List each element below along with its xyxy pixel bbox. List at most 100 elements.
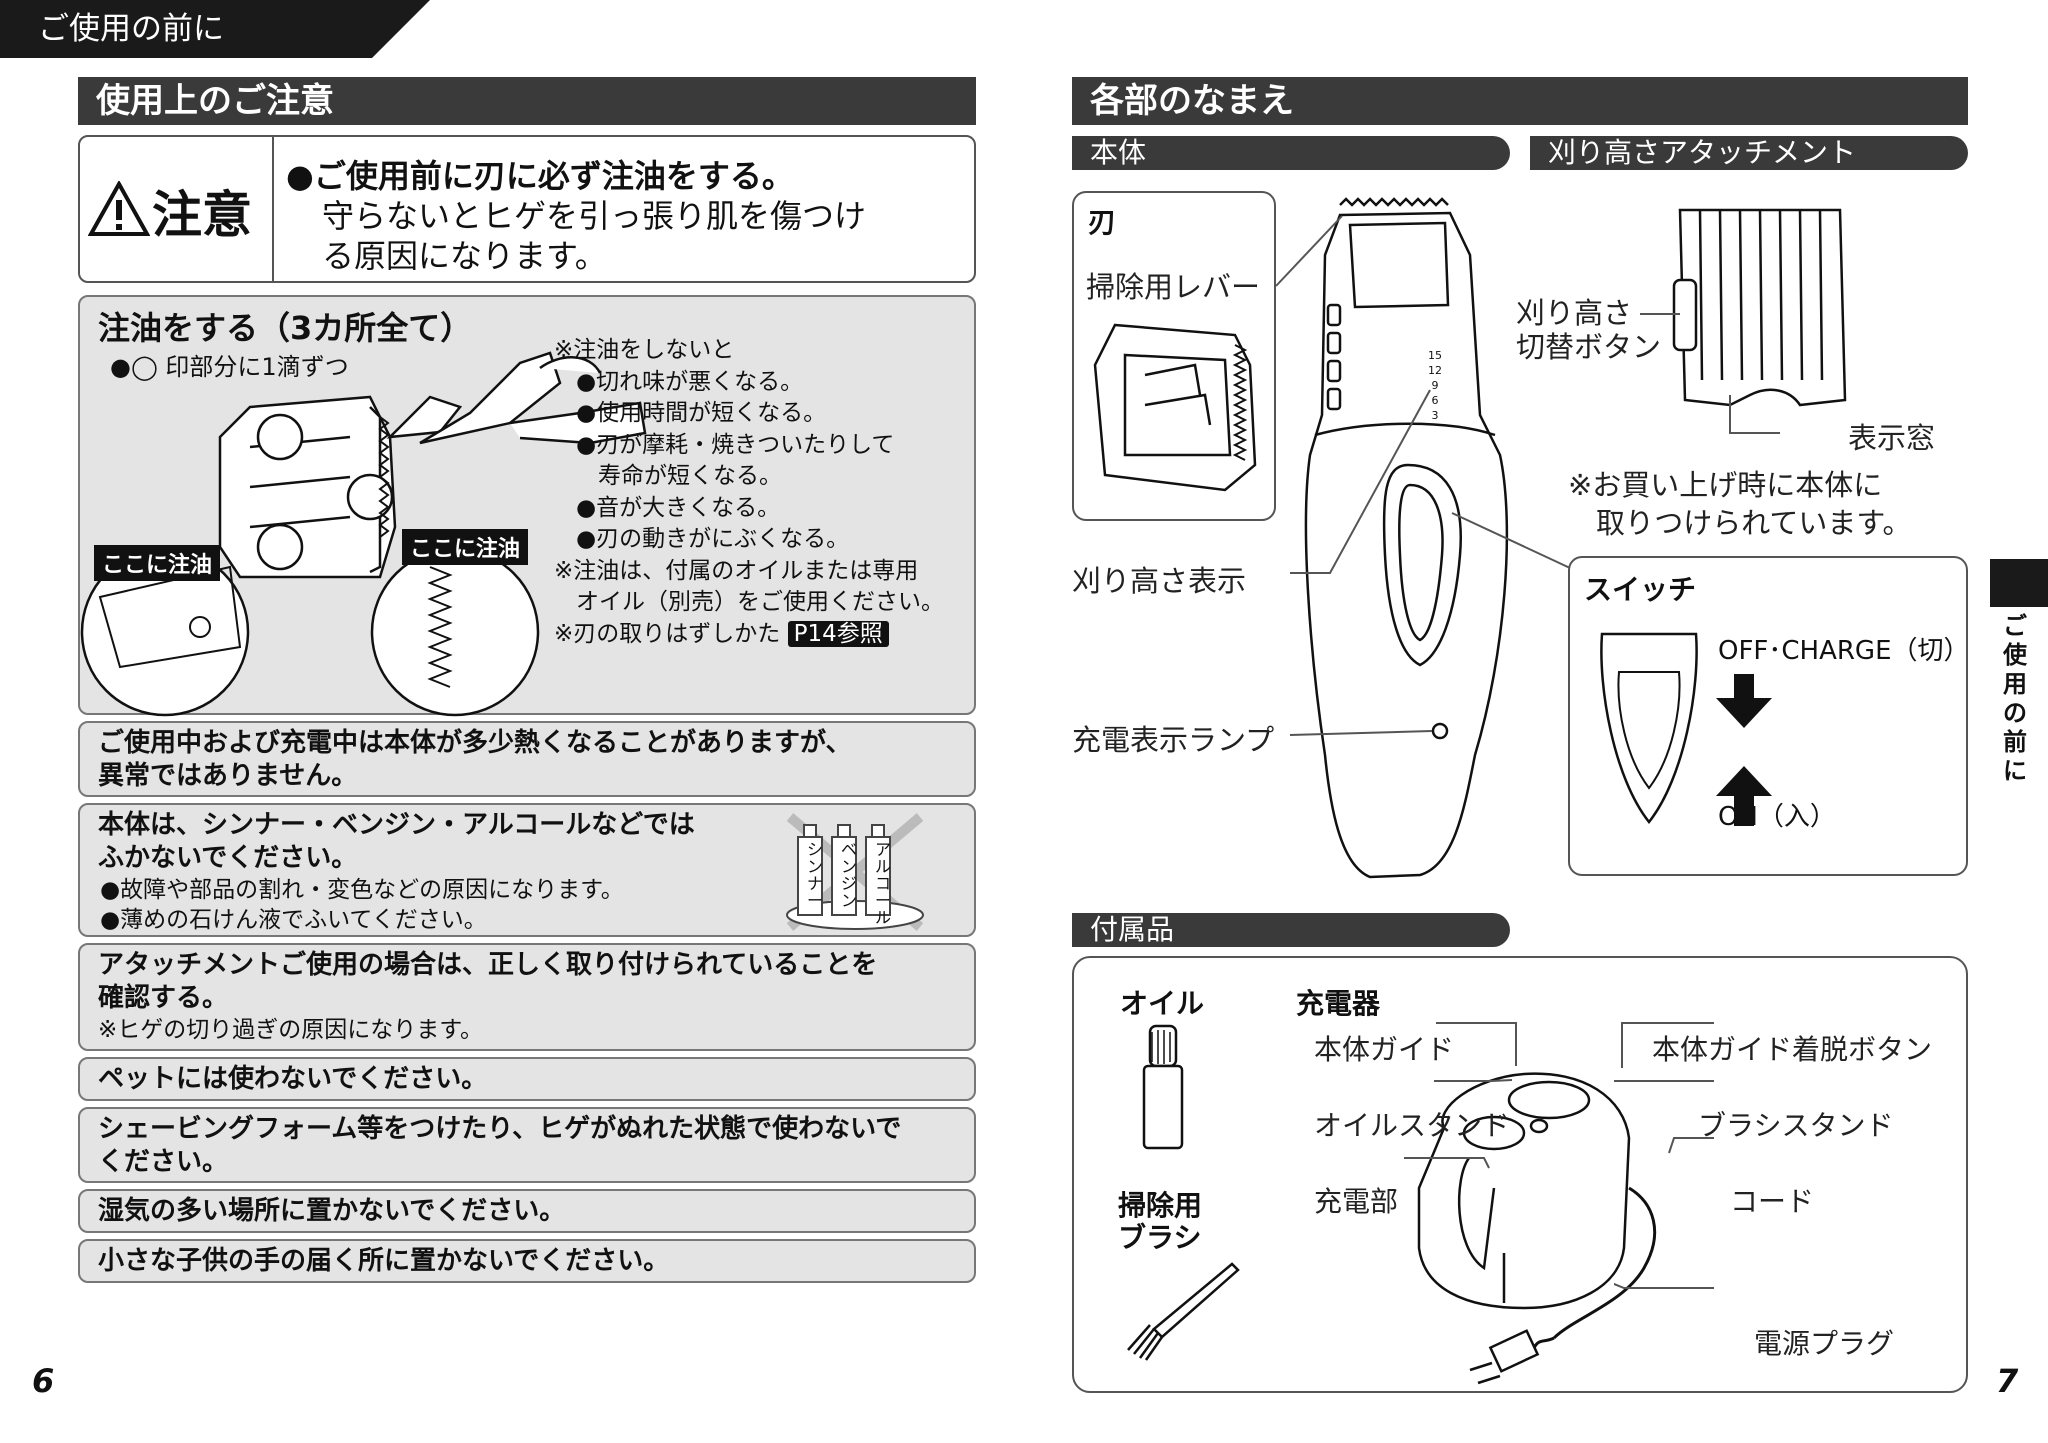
humidity-notice-box: 湿気の多い場所に置かないでください。 xyxy=(78,1189,976,1233)
blade-removal-note: ※刃の取りはずしかた P14参照 xyxy=(554,619,944,651)
bottle-label-benzine: ベンジン xyxy=(840,840,857,910)
attachment-notice-box: アタッチメントご使用の場合は、正しく取り付けられていることを 確認する。 ※ヒゲ… xyxy=(78,943,976,1051)
note-item: ●切れ味が悪くなる。 xyxy=(576,368,804,395)
blade-note-text: ※刃の取りはずしかた xyxy=(554,620,781,647)
height-switch-button-label: 刈り高さ 切替ボタン xyxy=(1516,296,1661,364)
switch-title: スイッチ xyxy=(1584,573,1697,606)
oil-here-callout-1: ここに注油 xyxy=(94,545,221,581)
cleaning-brush-illustration xyxy=(1127,1262,1240,1361)
note-item: 寿命が短くなる。 xyxy=(598,463,782,489)
page-number-right: 7 xyxy=(1996,1362,2019,1400)
oil-here-callout-2: ここに注油 xyxy=(402,529,529,565)
page-reference-badge[interactable]: P14参照 xyxy=(787,620,889,647)
oil-stand-label: オイルスタンド xyxy=(1314,1109,1511,1142)
brush-title-2: ブラシ xyxy=(1118,1221,1202,1254)
purchase-note-1: ※お買い上げ時に本体に xyxy=(1568,468,1883,502)
bottle-label-alcohol: アルコール xyxy=(874,840,891,927)
purchase-note-2: 取りつけられています。 xyxy=(1596,506,1912,540)
solvent-bottles-crossed-icon xyxy=(786,813,924,931)
brush-stand-label: ブラシスタンド xyxy=(1698,1109,1894,1142)
lever-label: 掃除用レバー xyxy=(1086,270,1261,304)
note-item: ●使用時間が短くなる。 xyxy=(576,400,827,426)
solvent-line-2: ふかないでください。 xyxy=(98,843,358,873)
side-tab-label: ご使用の前に xyxy=(2003,612,2027,785)
pet-line: ペットには使わないでください。 xyxy=(98,1064,488,1094)
oil-note-1: ※注油は、付属のオイルまたは専用 xyxy=(554,557,919,584)
hand-with-oil-icon xyxy=(419,351,647,445)
caution-label-cell: 注意 xyxy=(80,137,274,281)
oiling-notes: ※注油をしないと ●切れ味が悪くなる。 ●使用時間が短くなる。 ●刃が摩耗・焼き… xyxy=(554,335,944,650)
section-tab: ご使用の前に xyxy=(0,0,430,58)
height-button-line-2: 切替ボタン xyxy=(1516,330,1662,364)
heat-line-2: 異常ではありません。 xyxy=(98,761,358,791)
oiling-bullet: ●◯ 印部分に1滴ずつ xyxy=(110,353,349,381)
charger-leader-lines-right xyxy=(1614,1022,1714,1289)
window-label: 表示窓 xyxy=(1848,421,1936,455)
caution-line-2: 守らないとヒゲを引っ張り肌を傷つけ xyxy=(322,197,867,235)
children-notice-box: 小さな子供の手の届く所に置かないでください。 xyxy=(78,1239,976,1283)
charger-title: 充電器 xyxy=(1296,987,1381,1020)
blade-oiling-illustration xyxy=(218,395,463,579)
height-display-label: 刈り高さ表示 xyxy=(1072,564,1247,598)
subsection-attachment: 刈り高さアタッチメント xyxy=(1530,136,1968,170)
height-button-line-1: 刈り高さ xyxy=(1516,296,1633,330)
switch-on-label: ON（入） xyxy=(1718,802,1836,832)
bottle-label-thinner: シンナー xyxy=(806,840,823,910)
scale-mark: 9 xyxy=(1431,379,1439,392)
accessories-box: オイル 掃除用 ブラシ 充電器 xyxy=(1072,956,1968,1393)
attachment-line-2: 確認する。 xyxy=(98,983,229,1013)
foam-notice-box: シェービングフォーム等をつけたり、ヒゲがぬれた状態で使わないで ください。 xyxy=(78,1107,976,1183)
caution-line-1: ●ご使用前に刃に必ず注油をする。 xyxy=(286,157,794,195)
blade-detail-box: 刃 xyxy=(1072,191,1276,521)
caution-label: 注意 xyxy=(152,186,252,244)
scale-mark: 15 xyxy=(1428,349,1442,362)
cord-label: コード xyxy=(1730,1185,1815,1218)
caution-box: 注意 ●ご使用前に刃に必ず注油をする。 守らないとヒゲを引っ張り肌を傷つけ る原… xyxy=(78,135,976,283)
side-tab-marker xyxy=(1990,559,2048,607)
caution-line-3: る原因になります。 xyxy=(322,237,607,275)
heat-notice-box: ご使用中および充電中は本体が多少熱くなることがありますが、 異常ではありません。 xyxy=(78,721,976,797)
brush-title-1: 掃除用 xyxy=(1118,1189,1203,1222)
note-item: ●刃の動きがにぶくなる。 xyxy=(576,526,850,552)
scale-mark: 3 xyxy=(1431,409,1439,422)
note-head: ※注油をしないと xyxy=(554,337,735,363)
attachment-line-1: アタッチメントご使用の場合は、正しく取り付けられていることを xyxy=(98,950,878,980)
charger-leader-lines xyxy=(1404,1022,1517,1169)
blade-box-title: 刃 xyxy=(1088,206,1117,239)
subsection-accessories: 付属品 xyxy=(1072,913,1510,947)
scale-mark: 12 xyxy=(1428,364,1442,377)
blade-unit-illustration xyxy=(1093,323,1257,492)
solvent-sub-1: ●故障や部品の割れ・変色などの原因になります。 xyxy=(100,877,624,903)
solvent-notice-box: 本体は、シンナー・ベンジン・アルコールなどでは ふかないでください。 ●故障や部… xyxy=(78,803,976,937)
power-plug-label: 電源プラグ xyxy=(1754,1327,1895,1360)
solvent-line-1: 本体は、シンナー・ベンジン・アルコールなどでは xyxy=(98,810,695,840)
purchase-note: ※お買い上げ時に本体に 取りつけられています。 xyxy=(1568,466,1912,542)
body-guide-label: 本体ガイド xyxy=(1314,1033,1455,1066)
charger-illustration xyxy=(1417,1072,1657,1385)
attachment-leader-lines xyxy=(1640,313,1780,434)
foam-line-2: ください。 xyxy=(98,1147,229,1177)
page-number-left: 6 xyxy=(32,1362,55,1400)
section-title-part-names: 各部のなまえ xyxy=(1072,77,1968,125)
switch-illustration xyxy=(1600,632,1698,825)
guide-button-label: 本体ガイド着脱ボタン xyxy=(1652,1033,1933,1066)
charging-unit-label: 充電部 xyxy=(1314,1185,1399,1218)
switch-box: スイッチ OFF･CHARGE（切） ON（入） xyxy=(1568,556,1970,876)
charge-lamp-label: 充電表示ランプ xyxy=(1072,723,1275,757)
note-item: ●音が大きくなる。 xyxy=(576,494,781,521)
oiling-box: 注油をする（3カ所全て） ●◯ 印部分に1滴ずつ ここに注油 ここに注油 ※注油… xyxy=(78,295,976,717)
height-attachment-illustration xyxy=(1672,208,1847,407)
solvent-sub-2: ●薄めの石けん液でふいてください。 xyxy=(100,907,487,933)
subsection-body: 本体 xyxy=(1072,136,1510,170)
oil-title: オイル xyxy=(1120,987,1205,1020)
scale-mark: 6 xyxy=(1431,394,1439,407)
section-title-precautions: 使用上のご注意 xyxy=(78,77,976,125)
humidity-line: 湿気の多い場所に置かないでください。 xyxy=(98,1196,566,1226)
brush-title: 掃除用 ブラシ xyxy=(1118,1190,1202,1254)
switch-off-label: OFF･CHARGE（切） xyxy=(1718,636,1970,666)
foam-line-1: シェービングフォーム等をつけたり、ヒゲがぬれた状態で使わないで xyxy=(98,1114,902,1144)
oil-bottle-illustration xyxy=(1142,1024,1184,1150)
trimmer-body-illustration xyxy=(1304,197,1509,879)
switch-direction-arrows-icon xyxy=(1716,674,1772,826)
heat-line-1: ご使用中および充電中は本体が多少熱くなることがありますが、 xyxy=(98,728,852,758)
